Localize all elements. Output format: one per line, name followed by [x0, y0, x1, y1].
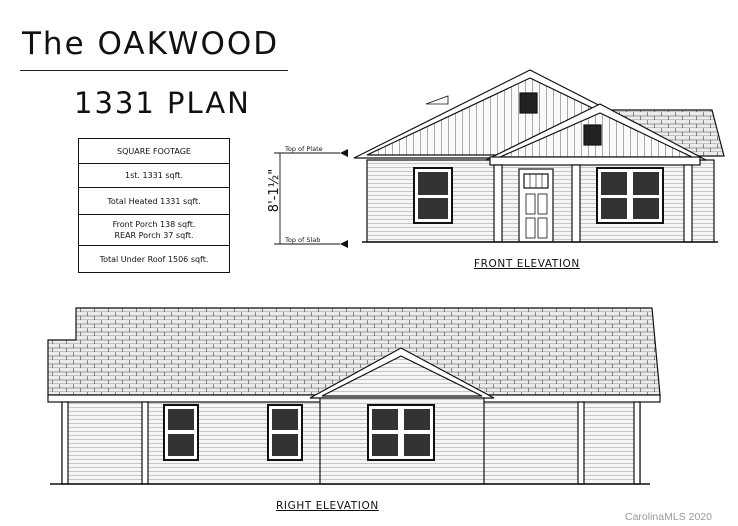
watermark: CarolinaMLS 2020 [625, 511, 712, 523]
sqft-rear-porch: REAR Porch 37 sqft. [114, 231, 194, 240]
gable-vent-upper [519, 92, 538, 114]
sqft-porches: Front Porch 138 sqft. REAR Porch 37 sqft… [79, 214, 229, 245]
plan-name: 1331 PLAN [74, 86, 251, 120]
sqft-header: SQUARE FOOTAGE [117, 146, 191, 156]
title-underline [20, 70, 288, 71]
wall-height-dimension: 8'-1½" [267, 168, 283, 213]
sqft-front-porch: Front Porch 138 sqft. [112, 220, 196, 229]
front-elevation-drawing [353, 69, 725, 243]
right-elevation-label: RIGHT ELEVATION [276, 500, 379, 512]
sqft-total-under-roof: Total Under Roof 1506 sqft. [79, 245, 229, 272]
front-elevation-label: FRONT ELEVATION [474, 258, 580, 270]
gable-vent-lower [583, 124, 602, 146]
top-of-slab-label: Top of Slab [285, 236, 321, 244]
top-of-plate-label: Top of Plate [285, 145, 323, 153]
sqft-total-heated: Total Heated 1331 sqft. [79, 187, 229, 214]
right-elevation-drawing [47, 307, 661, 485]
height-dimension-line [274, 149, 348, 248]
square-footage-table: SQUARE FOOTAGE 1st. 1331 sqft. Total Hea… [78, 138, 230, 273]
sqft-first-floor: 1st. 1331 sqft. [79, 163, 229, 187]
plan-title: The OAKWOOD [22, 26, 280, 62]
